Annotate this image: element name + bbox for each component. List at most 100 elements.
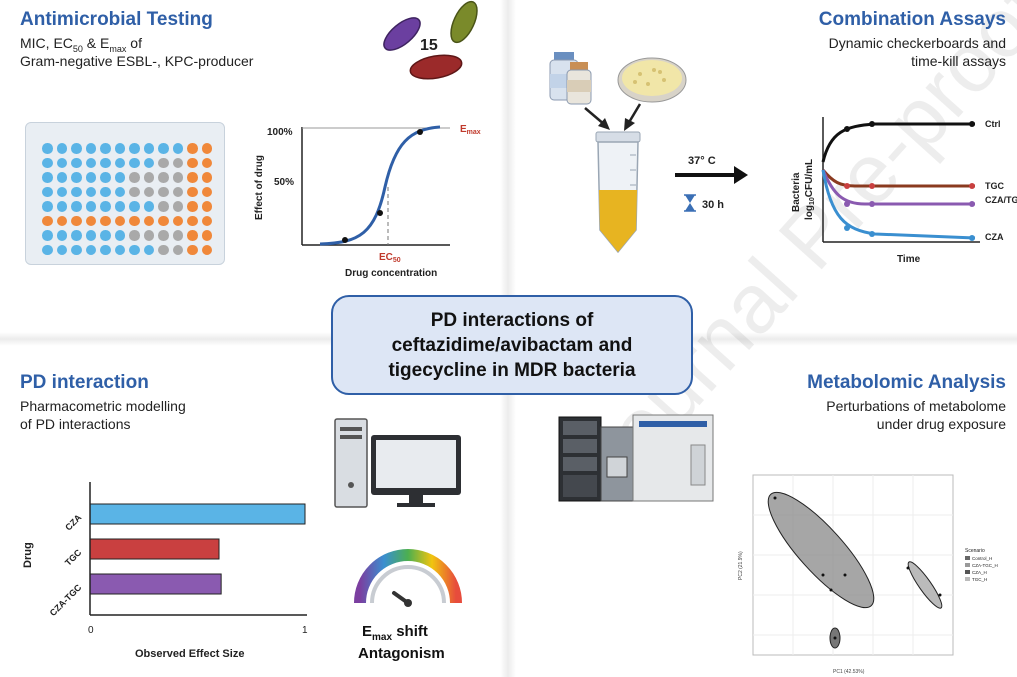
plate-well bbox=[187, 230, 198, 241]
plate-well bbox=[85, 201, 96, 212]
plate-well bbox=[187, 143, 198, 154]
plate-well bbox=[172, 172, 183, 183]
pd-title: PD interaction bbox=[20, 372, 149, 393]
pca-y-label: PC2 (21.9%) bbox=[738, 551, 744, 580]
plate-well bbox=[129, 244, 140, 255]
pca-plot: PC1 (42.53%) PC2 (21.9%) Scenario Contro… bbox=[738, 474, 998, 675]
metabolomic-subtitle-2: under drug exposure bbox=[876, 416, 1006, 432]
antimicrobial-subtitle-2: Gram-negative ESBL-, KPC-producer bbox=[20, 53, 254, 69]
plate-well bbox=[201, 186, 212, 197]
plate-well bbox=[201, 230, 212, 241]
gauge-label-antagonism: Antagonism bbox=[358, 645, 445, 662]
plate-well bbox=[201, 215, 212, 226]
plate-well bbox=[187, 186, 198, 197]
x-tick-0: 0 bbox=[88, 625, 94, 636]
plate-well bbox=[158, 244, 169, 255]
time-kill-x-label: Time bbox=[897, 254, 921, 265]
metabolomic-title: Metabolomic Analysis bbox=[807, 372, 1006, 393]
plate-well bbox=[201, 172, 212, 183]
plate-well bbox=[56, 143, 67, 154]
plate-well bbox=[85, 143, 96, 154]
time-kill-y-label-2: log10CFU/mL bbox=[804, 159, 816, 220]
plate-well bbox=[129, 143, 140, 154]
plate-well bbox=[100, 244, 111, 255]
combination-subtitle-2: time-kill assays bbox=[911, 53, 1006, 69]
plate-well bbox=[129, 230, 140, 241]
plate-well bbox=[71, 157, 82, 168]
time-kill-y-label-1: Bacteria bbox=[791, 172, 802, 212]
tick-50: 50% bbox=[274, 177, 294, 188]
mass-spectrometer-icon bbox=[558, 414, 714, 502]
bar-category-label: CZA-TGC bbox=[48, 582, 84, 618]
plate-well bbox=[114, 215, 125, 226]
plate-well bbox=[143, 244, 154, 255]
center-title-box: PD interactions of ceftazidime/avibactam… bbox=[331, 295, 693, 395]
plate-well bbox=[71, 230, 82, 241]
incubation-time: 30 h bbox=[702, 199, 724, 211]
plate-well bbox=[201, 244, 212, 255]
plate-well bbox=[56, 230, 67, 241]
plate-well bbox=[85, 215, 96, 226]
tick-100: 100% bbox=[267, 127, 293, 138]
center-title-line-3: tigecycline in MDR bacteria bbox=[388, 359, 636, 381]
series-label-cza-tgc: CZA/TGC bbox=[985, 195, 1017, 205]
plate-well bbox=[172, 143, 183, 154]
combination-title: Combination Assays bbox=[818, 9, 1006, 30]
plate-well bbox=[56, 244, 67, 255]
bar-tgc bbox=[89, 538, 220, 560]
plate-well bbox=[114, 244, 125, 255]
plate-well bbox=[158, 230, 169, 241]
plate-well bbox=[71, 186, 82, 197]
plate-well bbox=[100, 230, 111, 241]
plate-well bbox=[85, 230, 96, 241]
plate-well bbox=[172, 215, 183, 226]
plate-well bbox=[172, 186, 183, 197]
plate-well bbox=[172, 201, 183, 212]
combination-subtitle-1: Dynamic checkerboards and bbox=[828, 35, 1006, 51]
plate-well bbox=[114, 230, 125, 241]
plate-well bbox=[201, 157, 212, 168]
curve-y-label: Effect of drug bbox=[254, 155, 265, 220]
bar-cza bbox=[89, 503, 306, 525]
plate-well bbox=[71, 143, 82, 154]
assay-setup-illustration: 37° C 30 h bbox=[549, 52, 748, 254]
petri-dish-icon bbox=[617, 57, 687, 103]
plate-well bbox=[158, 215, 169, 226]
bar-category-label: TGC bbox=[63, 547, 84, 568]
plate-well bbox=[56, 186, 67, 197]
plate-well bbox=[143, 215, 154, 226]
incubation-temp: 37° C bbox=[688, 155, 716, 167]
plate-well bbox=[158, 143, 169, 154]
plate-well bbox=[85, 186, 96, 197]
plate-well bbox=[42, 172, 53, 183]
plate-well bbox=[114, 201, 125, 212]
plate-well bbox=[172, 230, 183, 241]
gauge-icon bbox=[354, 549, 462, 607]
plate-well bbox=[114, 186, 125, 197]
dose-response-curve: 100% 50% Emax EC50 Drug concentration Ef… bbox=[254, 124, 481, 279]
time-kill-plot: Ctrl TGC CZA/TGC CZA Time Bacteria log10… bbox=[791, 117, 1017, 265]
plate-well bbox=[114, 157, 125, 168]
plate-well bbox=[143, 230, 154, 241]
pca-legend-item: TGC_H bbox=[972, 577, 987, 582]
plate-well bbox=[85, 157, 96, 168]
curve-x-label: Drug concentration bbox=[345, 268, 437, 279]
pd-subtitle-2: of PD interactions bbox=[20, 416, 131, 432]
plate-well bbox=[129, 215, 140, 226]
plate-well bbox=[42, 186, 53, 197]
bacteria-icon: 15 bbox=[383, 0, 478, 80]
plate-well bbox=[42, 244, 53, 255]
plate-well bbox=[100, 201, 111, 212]
pca-legend: Control_H CZA-TGC_H CZA_H TGC_H bbox=[965, 556, 998, 582]
plate-well bbox=[100, 143, 111, 154]
plate-well bbox=[42, 201, 53, 212]
plate-well bbox=[158, 186, 169, 197]
plate-well bbox=[201, 201, 212, 212]
plate-well bbox=[56, 157, 67, 168]
center-title-line-1: PD interactions of bbox=[430, 309, 594, 331]
plate-well bbox=[143, 157, 154, 168]
center-title-line-2: ceftazidime/avibactam and bbox=[391, 334, 633, 356]
pca-legend-item: Control_H bbox=[972, 556, 992, 561]
computer-icon bbox=[334, 418, 461, 508]
gauge-label-emax-shift: Emax shift bbox=[362, 623, 428, 643]
